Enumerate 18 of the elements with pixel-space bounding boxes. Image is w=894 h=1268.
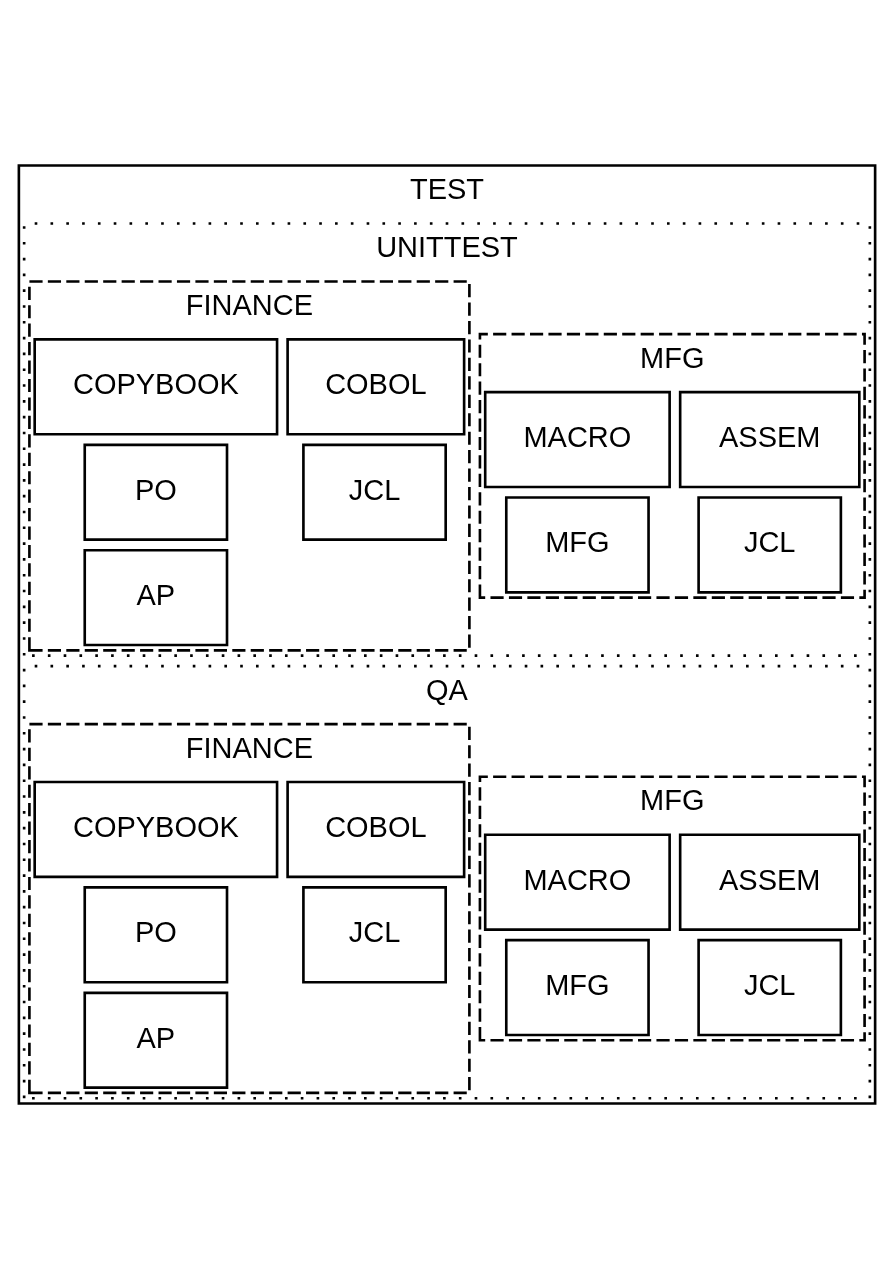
node-box: JCL <box>697 938 843 1036</box>
node-box: MACRO <box>483 390 671 488</box>
node-box: MACRO <box>483 832 671 931</box>
node-box: MFG <box>504 938 650 1036</box>
node-box: COBOL <box>286 337 466 436</box>
node-box: COPYBOOK <box>33 780 279 878</box>
node-box: ASSEM <box>678 390 861 488</box>
node-box: AP <box>83 991 229 1089</box>
node-box: AP <box>83 548 229 646</box>
node-box: JCL <box>302 443 447 541</box>
node-box: ASSEM <box>678 832 861 931</box>
node-box: JCL <box>697 495 843 594</box>
node-box: MFG <box>504 495 650 594</box>
node-box: COBOL <box>286 780 466 878</box>
node-box: PO <box>83 443 229 541</box>
node-box: COPYBOOK <box>33 337 279 436</box>
node-box: JCL <box>302 885 447 984</box>
node-box: PO <box>83 885 229 984</box>
